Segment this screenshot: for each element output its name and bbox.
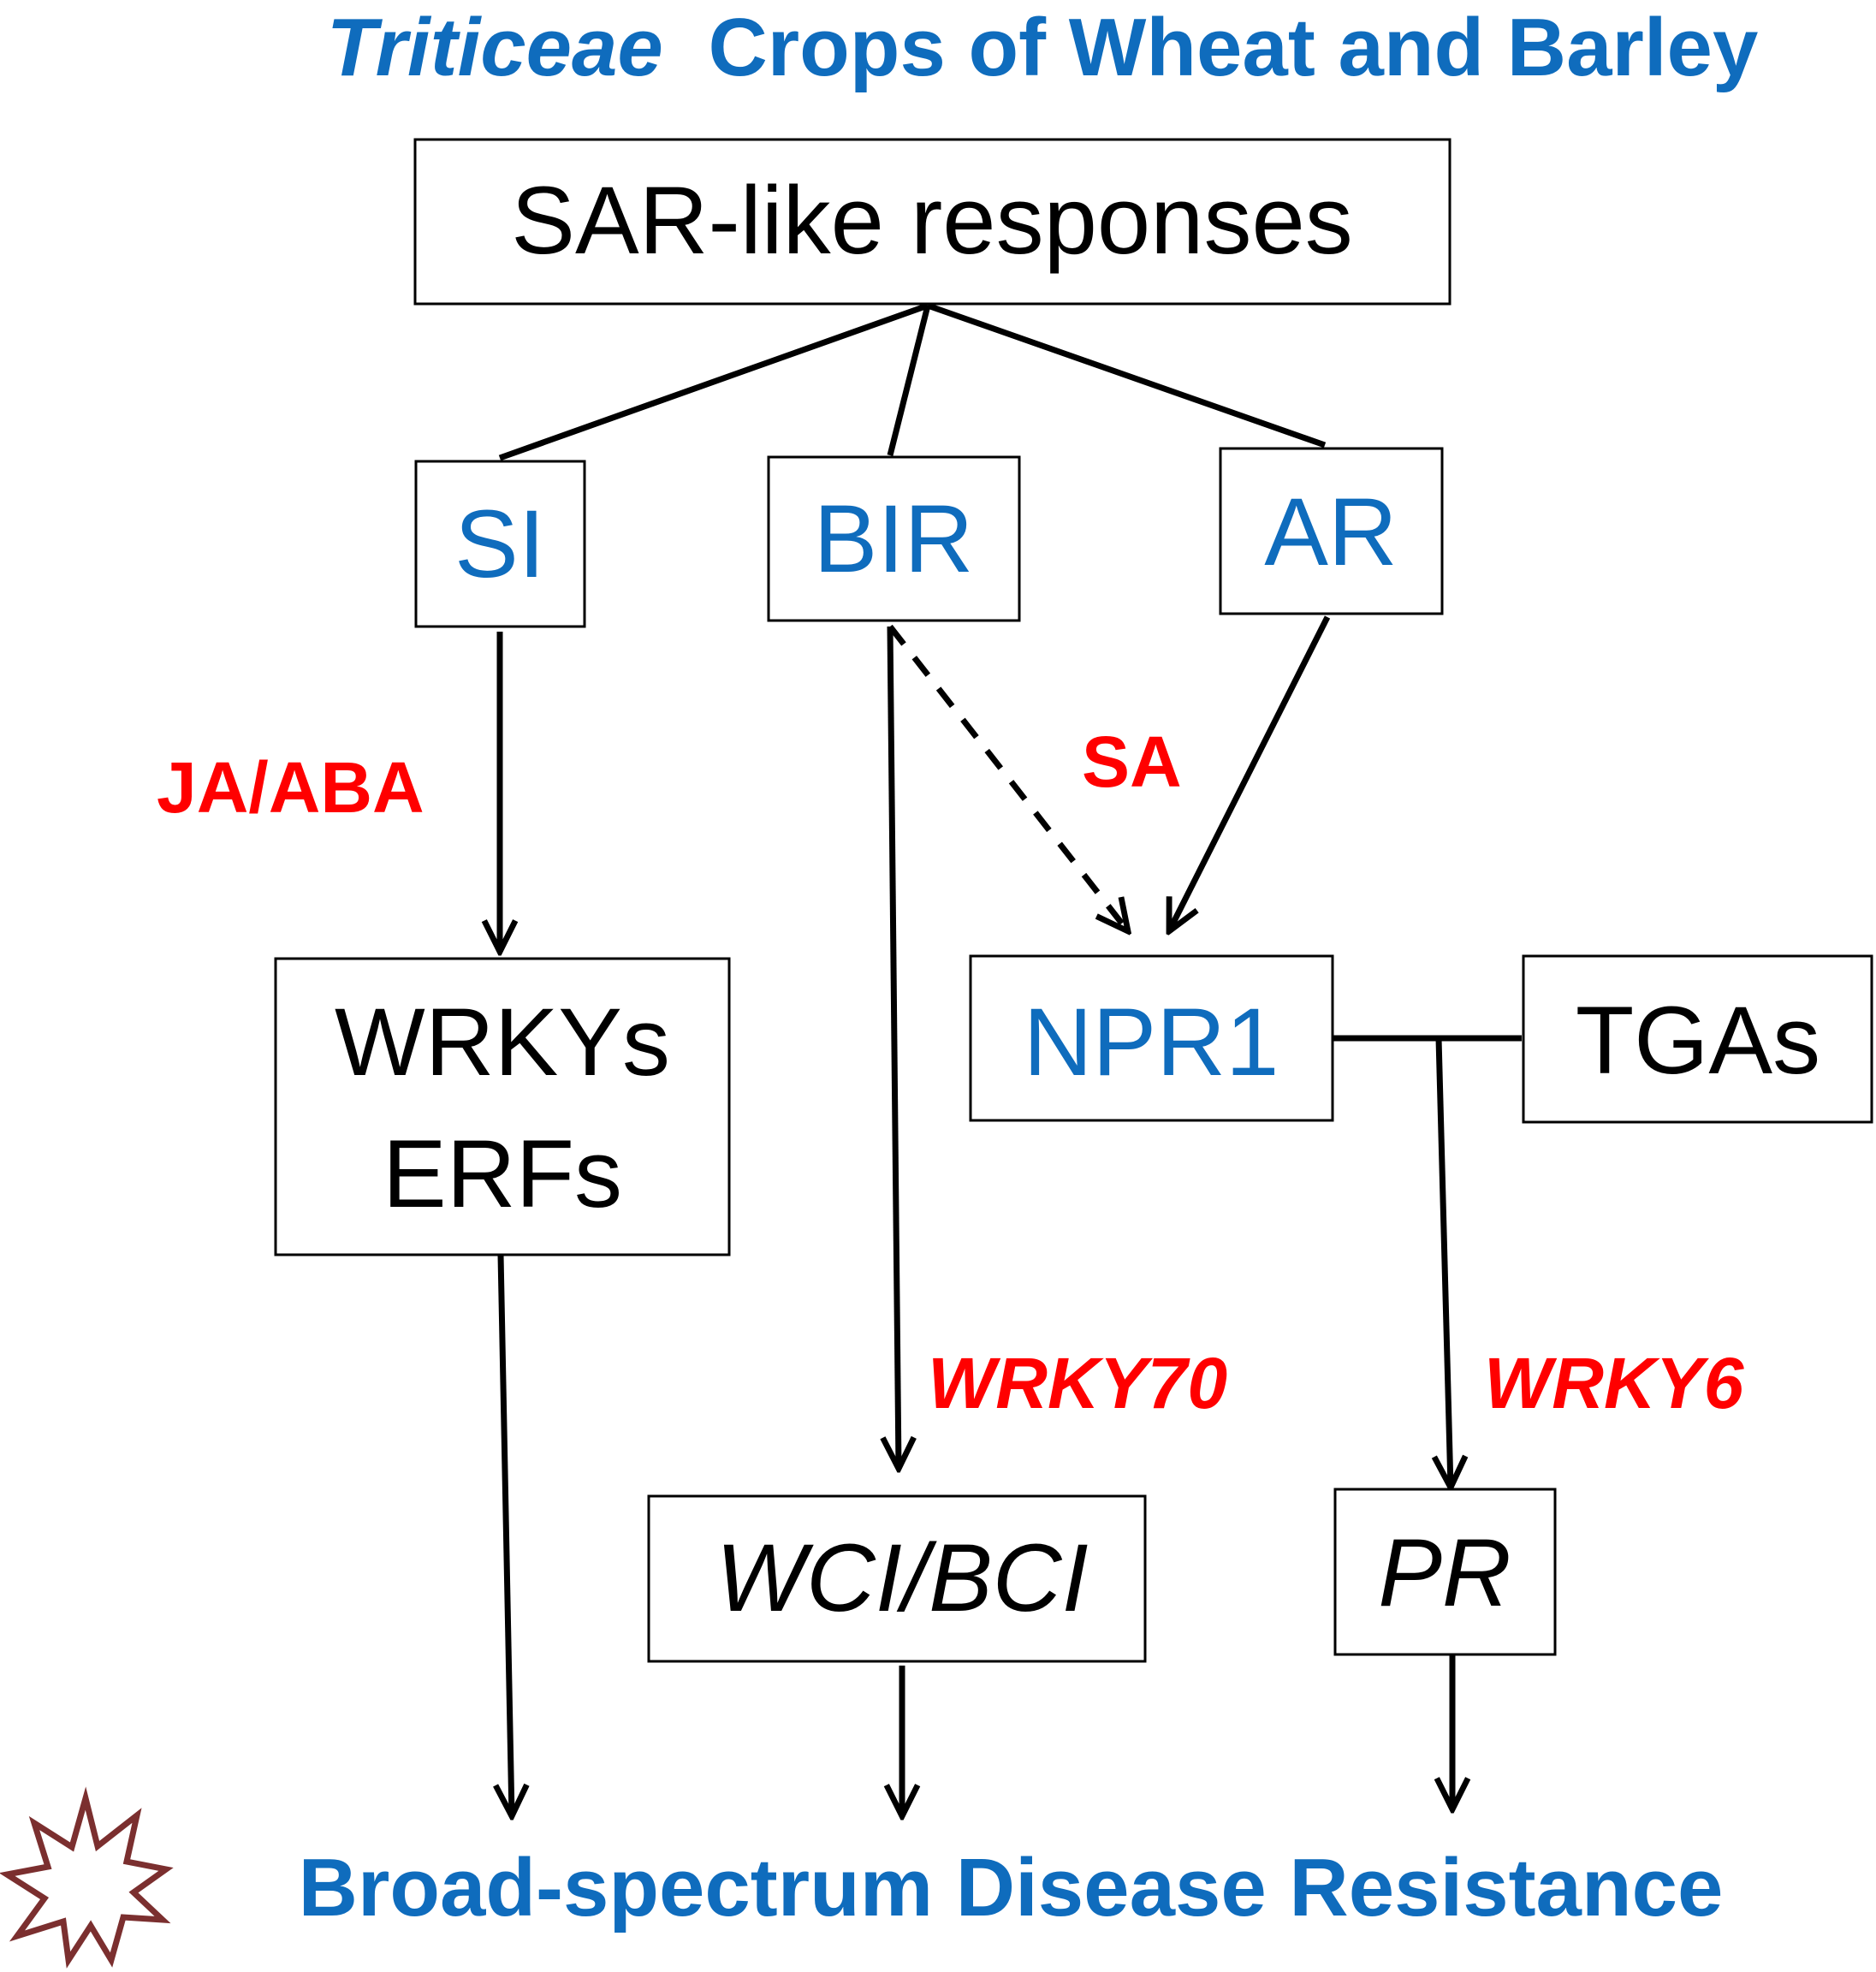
title-rest: Crops of Wheat and Barley [708,2,1758,93]
node-erfs-label: ERFs [383,1120,622,1227]
node-sar-label: SAR-like responses [511,167,1353,274]
node-wci-label: WCI/BCI [715,1524,1089,1631]
node-bir-label: BIR [814,485,974,592]
node-wrkys-erfs: WRKYs ERFs [274,957,731,1256]
node-si-label: SI [454,490,545,597]
arrow-bir-wci [890,626,899,1469]
arrow-wrkys-resistance [501,1254,512,1816]
node-tgas-label: TGAs [1576,987,1820,1094]
footer-text: Broad-spectrum Disease Resistance [299,1842,1724,1933]
node-ar: AR [1219,447,1444,615]
node-npr1-label: NPR1 [1024,989,1279,1096]
node-si: SI [414,460,586,628]
node-bir: BIR [767,455,1021,622]
starburst-icon [0,1786,174,1969]
node-wrkys-label: WRKYs [335,989,670,1096]
label-wrky70: WRKY70 [928,1343,1227,1423]
arrow-junction-pr [1439,1037,1451,1488]
label-ja-aba: JA/ABA [157,747,424,828]
label-sa: SA [1082,722,1182,802]
node-npr1: NPR1 [969,954,1334,1122]
node-pr: PR [1333,1488,1557,1656]
edge-sar-ar [926,302,1327,448]
node-ar-label: AR [1264,478,1398,585]
node-tgas: TGAs [1522,954,1873,1124]
node-wci-bci: WCI/BCI [647,1494,1147,1663]
arrow-bir-npr1-dashed [888,624,1128,931]
title-italic: Triticeae [327,2,663,93]
node-sar: SAR-like responses [413,138,1452,306]
edge-sar-si [498,302,929,461]
node-pr-label: PR [1378,1519,1511,1626]
diagram-title: Triticeae Crops of Wheat and Barley [327,2,1759,93]
arrow-ar-npr1 [1169,615,1331,931]
label-wrky6: WRKY6 [1484,1343,1745,1423]
edge-sar-bir [887,305,931,456]
